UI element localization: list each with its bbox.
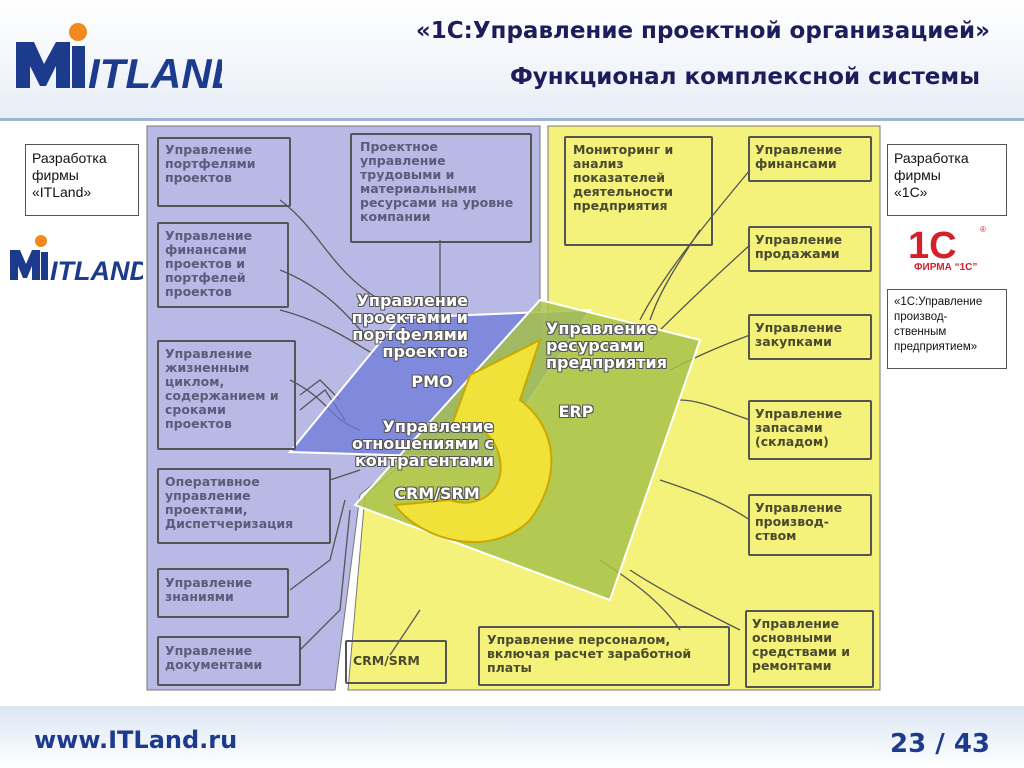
erp-title: Управление ресурсами предприятия xyxy=(546,319,668,372)
header-divider xyxy=(0,118,1024,121)
1c-dev-box: Разработка фирмы «1С» xyxy=(887,144,1007,216)
label-portfolio-mgmt: Управление портфелями проектов xyxy=(165,142,256,185)
box-outline xyxy=(745,610,874,688)
label-finance: Управление финансами xyxy=(755,142,843,171)
box-line: Разработка xyxy=(894,150,969,166)
box-line: Разработка xyxy=(32,150,107,166)
box-outline xyxy=(157,468,331,544)
svg-text:1С: 1С xyxy=(908,225,957,267)
page-subtitle: Функционал комплексной системы xyxy=(509,64,980,90)
box-outline xyxy=(157,568,289,618)
label-purchases: Управление закупками xyxy=(755,320,843,349)
page-counter: 23 / 43 xyxy=(890,729,990,759)
box-outline xyxy=(748,226,872,272)
box-outline xyxy=(345,640,447,684)
label-monitoring: Мониторинг и анализ показателей деятельн… xyxy=(573,142,674,213)
erp-abbr: ERP xyxy=(558,402,594,421)
label-project-finance: Управление финансами проектов и портфеле… xyxy=(165,228,253,299)
box-outline xyxy=(748,314,872,360)
box-line: «1С» xyxy=(894,184,928,200)
itland-small-logo-text: ITLAND xyxy=(50,256,143,286)
crm-abbr: CRM/SRM xyxy=(394,484,480,503)
svg-text:®: ® xyxy=(980,225,986,234)
label-resource-mgmt: Проектное управление трудовыми и материа… xyxy=(360,139,514,224)
box-line: предприятием» xyxy=(894,341,978,353)
label-personnel: Управление персоналом, включая расчет за… xyxy=(487,632,692,675)
footer-bar xyxy=(0,706,1024,768)
itland-logo-text: ITLAND xyxy=(88,50,222,92)
box-outline xyxy=(748,400,872,460)
pmo-abbr: PMO xyxy=(411,372,453,391)
label-inventory: Управление запасами (складом) xyxy=(755,406,843,449)
pmo-title: Управление проектами и портфелями проект… xyxy=(351,291,468,361)
label-fixed-assets: Управление основными средствами и ремонт… xyxy=(752,616,851,673)
box-outline xyxy=(157,340,296,450)
box-outline xyxy=(350,133,532,243)
box-line: производ- xyxy=(894,311,948,323)
label-crm-srm: CRM/SRM xyxy=(353,653,420,668)
crm-title: Управление отношениями с контрагентами xyxy=(351,417,494,470)
1c-logo-caption: ФИРМА “1С” xyxy=(914,262,977,273)
box-line: фирмы xyxy=(894,167,941,183)
box-line: фирмы xyxy=(32,167,79,183)
box-outline xyxy=(564,136,713,246)
label-lifecycle: Управление жизненным циклом, содержанием… xyxy=(165,346,279,431)
box-outline xyxy=(748,136,872,182)
box-line: «1С:Управление xyxy=(894,296,983,308)
itland-logo[interactable]: ITLAND xyxy=(12,12,222,92)
1c-product-box: «1С:Управление производ- ственным предпр… xyxy=(887,289,1007,369)
box-outline xyxy=(157,222,289,308)
box-outline xyxy=(157,636,301,686)
header-bar xyxy=(0,0,1024,118)
connector-lines xyxy=(279,169,751,656)
label-sales: Управление продажами xyxy=(755,232,843,261)
box-outline xyxy=(478,626,730,686)
crm-arrow-shape xyxy=(393,338,553,543)
label-knowledge: Управление знаниями xyxy=(165,575,253,604)
itland-dev-box: Разработка фирмы «ITLand» xyxy=(25,144,139,216)
itland-small-logo: ITLAND xyxy=(8,232,143,287)
box-line: «ITLand» xyxy=(32,184,92,200)
label-production: Управление производ-ством xyxy=(755,500,843,543)
box-outline xyxy=(748,494,872,556)
website-link[interactable]: www.ITLand.ru xyxy=(34,726,238,754)
label-documents: Управление документами xyxy=(165,643,263,672)
page-title: «1С:Управление проектной организацией» xyxy=(415,18,990,44)
box-line: ственным xyxy=(894,326,947,338)
box-outline xyxy=(157,137,291,207)
label-operational: Оперативное управление проектами, Диспет… xyxy=(165,474,294,531)
1c-logo: 1С ® ФИРМА “1С” xyxy=(908,222,1003,274)
